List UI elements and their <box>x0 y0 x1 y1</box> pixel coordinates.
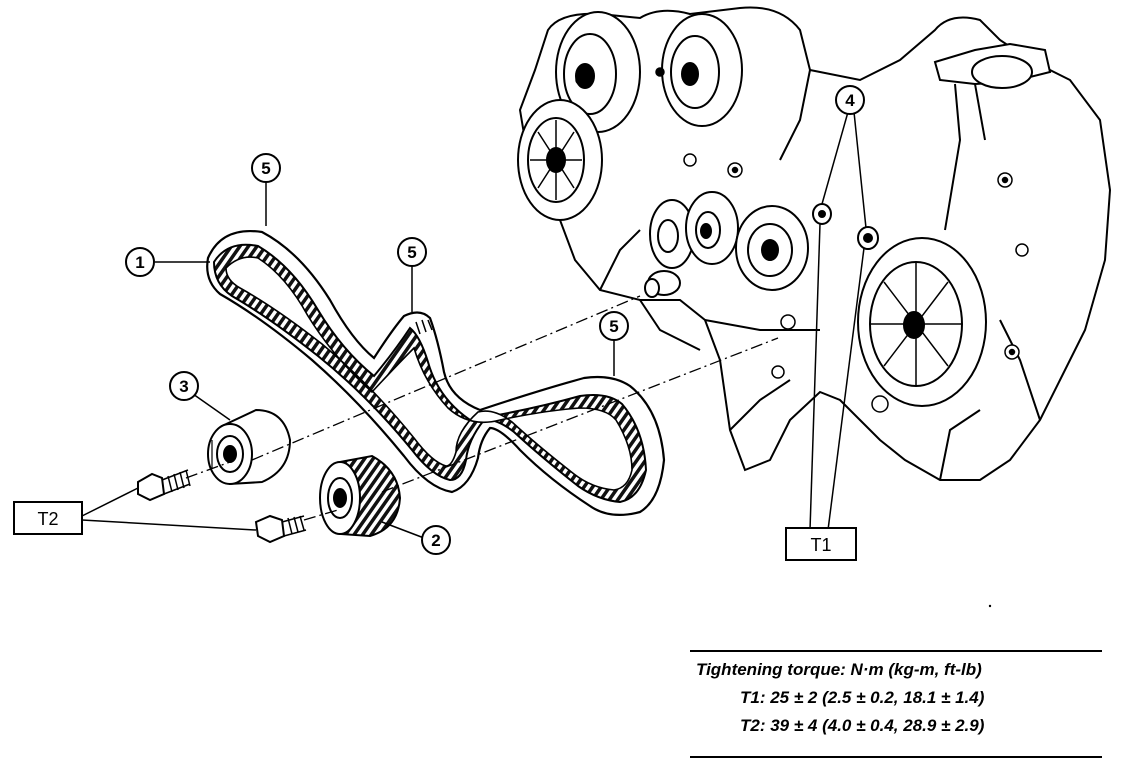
tag-t1: T1 <box>785 527 857 561</box>
torque-rule-bottom <box>690 756 1102 758</box>
accessory-pulley <box>517 99 603 221</box>
torque-t1: T1: 25 ± 2 (2.5 ± 0.2, 18.1 ± 1.4) <box>740 688 985 707</box>
callout-2: 2 <box>421 525 451 555</box>
camshaft-pulley-right <box>661 13 743 127</box>
engine-bolts <box>575 67 1029 413</box>
svg-text:1: 1 <box>135 253 144 272</box>
callout-5-right: 5 <box>599 311 629 341</box>
svg-text:T2: T2 <box>37 509 58 529</box>
water-pump-pulley <box>857 237 987 407</box>
t2-bolt-lower <box>254 514 307 544</box>
tag-t2: T2 <box>13 501 83 535</box>
svg-text:2: 2 <box>431 531 440 550</box>
svg-text:5: 5 <box>609 317 618 336</box>
radiator-cap <box>933 42 1052 231</box>
svg-text:3: 3 <box>179 377 188 396</box>
svg-text:5: 5 <box>407 243 416 262</box>
speck <box>988 604 992 608</box>
t2-bolt-upper <box>137 469 191 502</box>
leader-lines <box>81 111 867 539</box>
svg-text:5: 5 <box>261 159 270 178</box>
torque-t2: T2: 39 ± 4 (4.0 ± 0.4, 28.9 ± 2.9) <box>740 716 985 735</box>
engine-idler-pulley-a <box>649 199 695 269</box>
engine-idler-pulley-b <box>685 191 739 265</box>
callout-1: 1 <box>125 247 155 277</box>
callout-3: 3 <box>169 371 199 401</box>
torque-heading: Tightening torque: N·m (kg-m, ft-lb) <box>696 660 982 679</box>
crankshaft-pulley <box>319 454 402 538</box>
engine-block <box>518 6 1112 481</box>
callout-4: 4 <box>835 85 865 115</box>
t1-bolt-upper <box>812 203 832 225</box>
callout-5-middle: 5 <box>397 237 427 267</box>
t1-bolt-lower <box>857 226 879 250</box>
tensioner-pulley <box>735 205 809 291</box>
svg-text:4: 4 <box>845 91 855 110</box>
callout-5-top: 5 <box>251 153 281 183</box>
timing-belt <box>206 230 666 517</box>
camshaft-pulley-left <box>555 11 641 133</box>
engine-stud <box>644 270 681 298</box>
torque-rule-top <box>690 650 1102 652</box>
svg-text:T1: T1 <box>810 535 831 555</box>
idler-pulley <box>207 408 292 486</box>
alignment-lines <box>185 295 779 521</box>
